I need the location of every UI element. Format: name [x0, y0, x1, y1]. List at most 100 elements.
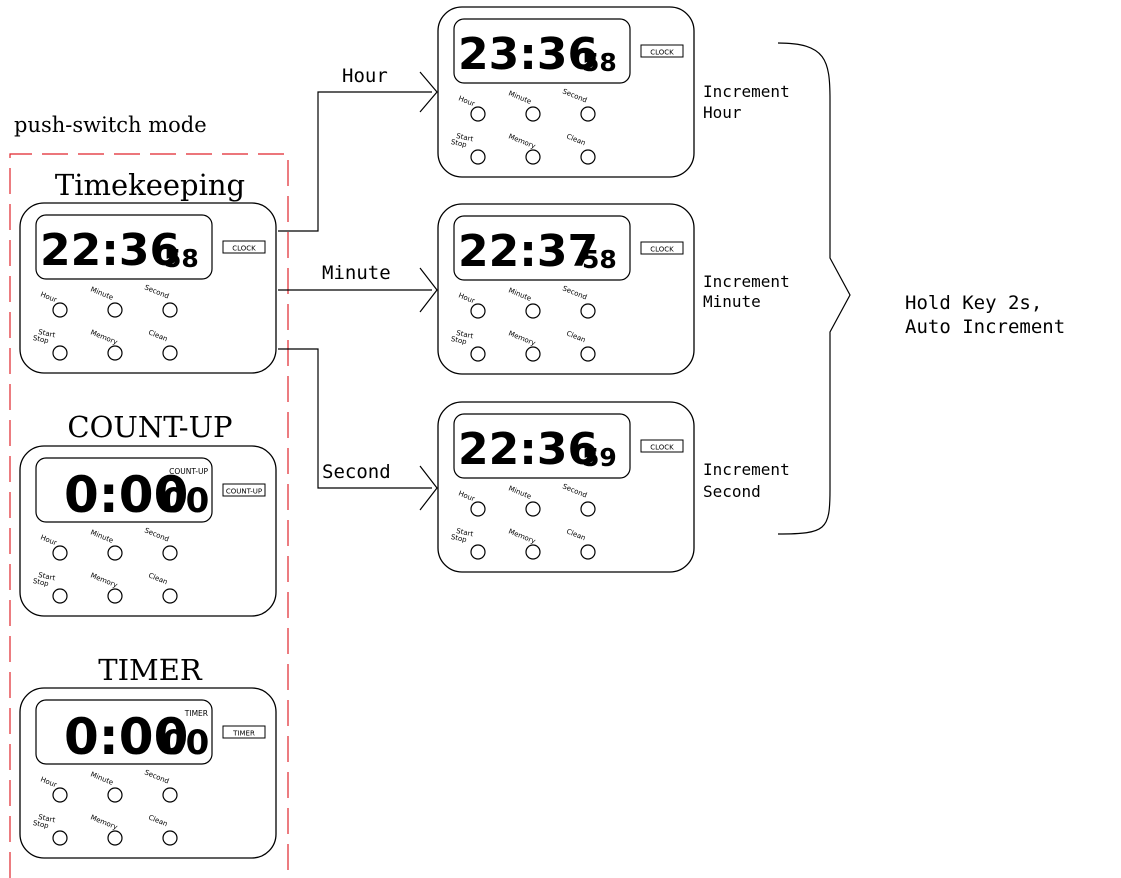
- lcd-mode-tag: TIMER: [184, 709, 208, 718]
- lcd-screen: [35, 457, 213, 523]
- increment-hour-label: Increment Hour: [703, 82, 799, 122]
- mode-group-border: [9, 153, 289, 878]
- button-circle[interactable]: [162, 302, 178, 318]
- mode-badge-label: CLOCK: [650, 246, 674, 254]
- button-circle[interactable]: [470, 149, 486, 165]
- countup-label: COUNT-UP: [67, 410, 232, 444]
- increment-minute-label: Increment Minute: [703, 272, 799, 311]
- lcd-main-digits: 0:00: [64, 708, 188, 766]
- button-circle[interactable]: [52, 787, 68, 803]
- button-circle[interactable]: [162, 545, 178, 561]
- mode-badge-label: COUNT-UP: [226, 488, 262, 496]
- button-circle[interactable]: [107, 787, 123, 803]
- lcd-screen: [453, 18, 631, 84]
- lcd-screen: [35, 214, 213, 280]
- minute-button[interactable]: Minute: [507, 286, 541, 319]
- button-circle[interactable]: [162, 830, 178, 846]
- button-circle[interactable]: [525, 346, 541, 362]
- mode-badge: [640, 241, 684, 255]
- button-circle[interactable]: [52, 345, 68, 361]
- button-circle[interactable]: [525, 501, 541, 517]
- button-circle[interactable]: [470, 106, 486, 122]
- mode-badge-label: CLOCK: [650, 49, 674, 57]
- auto-increment-note: Hold Key 2s, Auto Increment: [905, 292, 1065, 338]
- button-circle[interactable]: [580, 544, 596, 560]
- button-circle[interactable]: [107, 345, 123, 361]
- lcd-screen: [35, 699, 213, 765]
- mode-badge: [640, 439, 684, 453]
- button-circle[interactable]: [580, 303, 596, 319]
- button-label-start: Start: [455, 329, 474, 340]
- lcd-small-digits: 58: [582, 245, 617, 274]
- lcd-small-digits: 58: [582, 48, 617, 77]
- button-label-stop: Stop: [32, 577, 50, 588]
- lcd-main-digits: 0:00: [64, 466, 188, 524]
- button-circle[interactable]: [580, 149, 596, 165]
- button-label-stop: Stop: [450, 138, 468, 149]
- hour-connector: [278, 91, 432, 232]
- minute-arrow-label: Minute: [322, 262, 391, 284]
- button-label-stop: Stop: [32, 819, 50, 830]
- button-circle[interactable]: [52, 830, 68, 846]
- button-circle[interactable]: [525, 149, 541, 165]
- button-circle[interactable]: [162, 345, 178, 361]
- button-circle[interactable]: [525, 544, 541, 560]
- button-circle[interactable]: [162, 588, 178, 604]
- button-circle[interactable]: [52, 302, 68, 318]
- lcd-main-digits: 23:36: [458, 29, 598, 80]
- minute-arrowhead: [419, 267, 438, 313]
- lcd-screen: [453, 413, 631, 479]
- button-circle[interactable]: [107, 830, 123, 846]
- button-circle[interactable]: [107, 302, 123, 318]
- hour-arrowhead: [419, 71, 438, 113]
- button-circle[interactable]: [107, 588, 123, 604]
- mode-badge: [222, 483, 266, 497]
- lcd-screen: [453, 215, 631, 281]
- right-brace: [777, 42, 851, 535]
- button-label-start: Start: [455, 132, 474, 143]
- button-circle[interactable]: [470, 501, 486, 517]
- mode-badge: [222, 240, 266, 254]
- button-circle[interactable]: [525, 106, 541, 122]
- second-connector: [278, 348, 432, 489]
- button-circle[interactable]: [107, 545, 123, 561]
- button-circle[interactable]: [162, 787, 178, 803]
- lcd-main-digits: 22:36: [40, 225, 180, 276]
- button-circle[interactable]: [52, 588, 68, 604]
- button-label-stop: Stop: [450, 533, 468, 544]
- mode-badge: [640, 44, 684, 58]
- button-circle[interactable]: [580, 346, 596, 362]
- lcd-main-digits: 22:37: [458, 226, 598, 277]
- button-circle[interactable]: [470, 303, 486, 319]
- mode-badge-label: CLOCK: [232, 245, 256, 253]
- button-label-start: Start: [37, 813, 56, 824]
- mode-badge-label: CLOCK: [650, 444, 674, 452]
- button-circle[interactable]: [580, 106, 596, 122]
- button-circle[interactable]: [470, 346, 486, 362]
- button-circle[interactable]: [525, 303, 541, 319]
- lcd-mode-tag: COUNT-UP: [169, 467, 208, 476]
- second-arrowhead: [419, 465, 438, 511]
- timer-label: TIMER: [98, 653, 203, 687]
- button-circle[interactable]: [580, 501, 596, 517]
- lcd-small-digits: 58: [164, 244, 199, 273]
- hour-arrow-label: Hour: [342, 65, 388, 87]
- lcd-small-digits: 00: [162, 723, 209, 763]
- button-circle[interactable]: [52, 545, 68, 561]
- timekeeping-label: Timekeeping: [55, 168, 245, 202]
- button-label-start: Start: [37, 328, 56, 339]
- button-circle[interactable]: [470, 544, 486, 560]
